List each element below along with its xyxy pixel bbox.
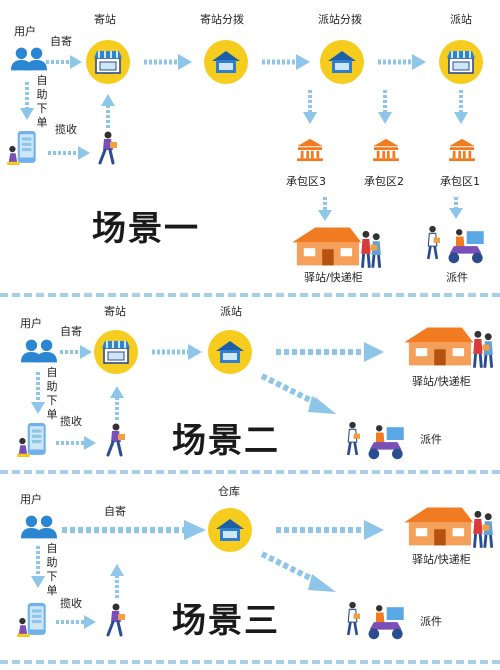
- house-icon: [215, 339, 245, 365]
- pickup-label: 揽收: [55, 123, 77, 136]
- delivery-label: 派件: [420, 615, 442, 628]
- scooter-delivery-icon: [344, 418, 408, 462]
- user-label: 用户: [14, 25, 36, 38]
- dispatch-station-node: [439, 40, 483, 84]
- user-label: 用户: [20, 493, 42, 506]
- scene-divider: [0, 293, 500, 297]
- zone-2-label: 承包区2: [364, 175, 404, 188]
- phone-order-icon: [16, 422, 50, 458]
- user-icon: [10, 46, 48, 72]
- shop-icon: [446, 49, 476, 75]
- arrowhead: [70, 55, 82, 69]
- house-icon: [215, 517, 245, 543]
- phone-order-icon: [16, 602, 50, 638]
- delivery-label: 派件: [446, 271, 468, 284]
- user-icon: [20, 338, 58, 364]
- dispatch-station-label: 派站: [220, 305, 242, 318]
- house-icon: [327, 49, 357, 75]
- scene-title: 场景一: [92, 209, 200, 249]
- contract-zone-icon: [296, 138, 324, 162]
- pickup-label: 揽收: [60, 597, 82, 610]
- dispatch-station-node: [208, 330, 252, 374]
- shop-icon: [101, 339, 131, 365]
- self-order-label: 自助下单: [36, 74, 48, 129]
- pickup-label: 揽收: [60, 415, 82, 428]
- warehouse-label: 仓库: [218, 485, 240, 498]
- courier-icon: [104, 602, 128, 638]
- warehouse-node: [208, 508, 252, 552]
- contract-zone-icon: [372, 138, 400, 162]
- station-send-node: [86, 40, 130, 84]
- user-icon: [20, 514, 58, 540]
- user-label: 用户: [20, 317, 42, 330]
- zone-1-label: 承包区1: [440, 175, 480, 188]
- self-send-label: 自寄: [104, 505, 126, 518]
- self-send-label: 自寄: [50, 35, 72, 48]
- scene-title: 场景二: [172, 421, 280, 461]
- dispatch-sort-node: [320, 40, 364, 84]
- shop-icon: [93, 49, 123, 75]
- scooter-delivery-icon: [344, 598, 408, 642]
- locker-station-icon: [402, 504, 494, 550]
- scooter-delivery-icon: [424, 222, 488, 266]
- station-send-label: 寄站: [104, 305, 126, 318]
- dispatch-sort-label: 派站分拨: [318, 13, 362, 26]
- scene-divider: [0, 660, 500, 664]
- delivery-label: 派件: [420, 433, 442, 446]
- self-order-label: 自助下单: [46, 366, 58, 421]
- courier-icon: [96, 130, 120, 166]
- locker-label: 驿站/快递柜: [304, 271, 363, 284]
- house-icon: [211, 49, 241, 75]
- locker-label: 驿站/快递柜: [412, 553, 471, 566]
- locker-label: 驿站/快递柜: [412, 375, 471, 388]
- self-send-label: 自寄: [60, 325, 82, 338]
- courier-icon: [104, 422, 128, 458]
- locker-station-icon: [288, 224, 384, 270]
- scene-divider: [0, 470, 500, 474]
- locker-station-icon: [402, 324, 494, 370]
- station-send-label: 寄站: [94, 13, 116, 26]
- self-order-label: 自助下单: [46, 542, 58, 597]
- station-sort-node: [204, 40, 248, 84]
- station-sort-label: 寄站分拨: [200, 13, 244, 26]
- contract-zone-icon: [448, 138, 476, 162]
- station-send-node: [94, 330, 138, 374]
- zone-3-label: 承包区3: [286, 175, 326, 188]
- scene-title: 场景三: [172, 601, 280, 641]
- phone-order-icon: [6, 130, 40, 166]
- dispatch-station-label: 派站: [450, 13, 472, 26]
